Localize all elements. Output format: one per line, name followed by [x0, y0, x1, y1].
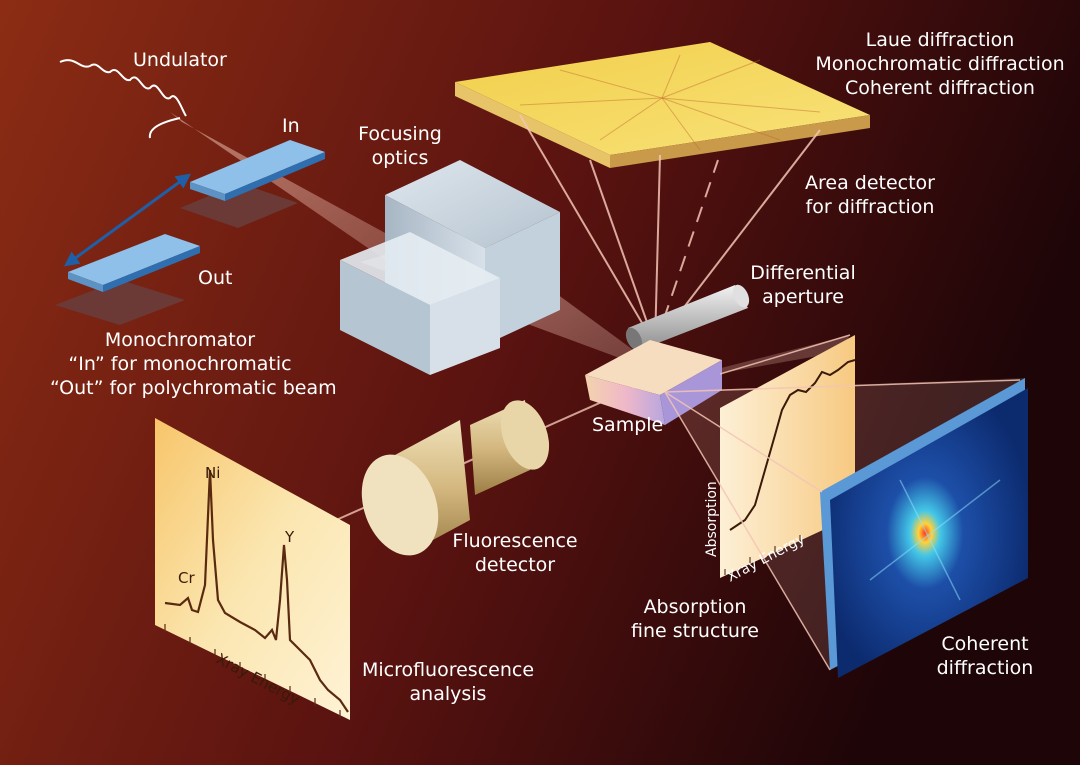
peak-label-y: Y [284, 528, 295, 546]
coherent-diffraction-panel [820, 378, 1028, 678]
undulator-label: Undulator [133, 49, 227, 71]
sample-label: Sample [592, 414, 664, 436]
focusing-optics [340, 160, 560, 375]
mono-in-label: In [282, 115, 300, 137]
area-detector-label: Area detector for diffraction [805, 172, 935, 218]
coherent-rays [664, 334, 1021, 671]
focusing-optics-label: Focusing optics [358, 123, 442, 169]
absorption-ylabel: Absorption [704, 481, 720, 557]
monochromator-label: Monochromator “In” for monochromatic “Ou… [50, 329, 337, 399]
undulator-beam [170, 112, 420, 270]
fluorescence-spectrum-curve [164, 469, 349, 713]
fluorescence-detector-label: Fluorescence detector [452, 530, 578, 576]
peak-label-ni: Ni [205, 464, 220, 482]
peak-label-cr: Cr [178, 569, 195, 587]
undulator-wave [59, 59, 187, 117]
undulator-hook [148, 117, 181, 139]
microfluorescence-label: Microfluorescence analysis [361, 659, 535, 705]
fluorescence-detector [361, 400, 550, 556]
area-detector [455, 42, 870, 168]
monochromator-in [180, 140, 325, 228]
coherent-diffraction-label: Coherent diffraction [936, 633, 1034, 679]
mono-out-label: Out [198, 267, 233, 289]
absorption-fine-structure-label: Absorption fine structure [631, 596, 759, 642]
absorption-curve [729, 359, 856, 531]
diffraction-types-label: Laue diffraction Monochromatic diffracti… [815, 29, 1065, 99]
differential-aperture-label: Differential aperture [750, 262, 856, 308]
differential-aperture [625, 284, 750, 351]
monochromator-arrow [63, 173, 192, 267]
